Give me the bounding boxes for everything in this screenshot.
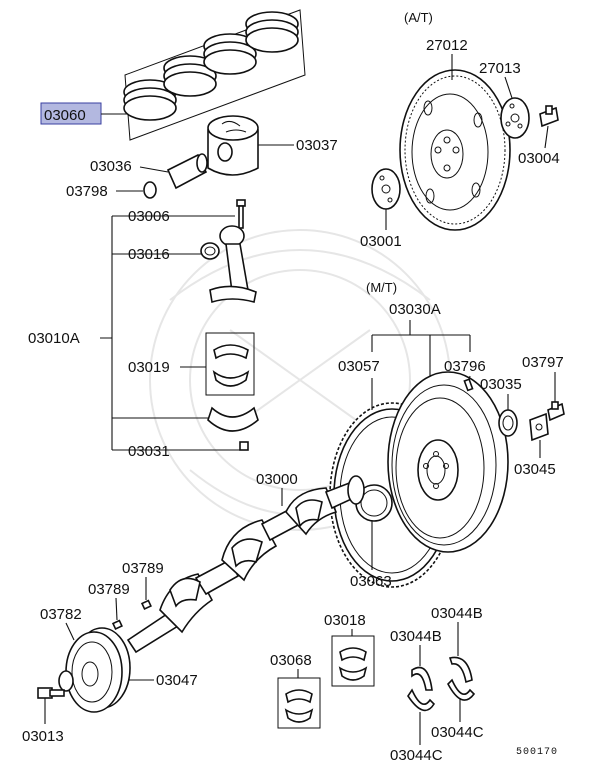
connecting-rod-cap[interactable] <box>207 406 259 432</box>
label-03035[interactable]: 03035 <box>480 376 522 393</box>
piston[interactable] <box>207 115 259 176</box>
label-03044C-left[interactable]: 03044C <box>390 747 443 764</box>
label-03004[interactable]: 03004 <box>518 150 560 167</box>
label-03010A[interactable]: 03010A <box>28 330 80 347</box>
section-header-automatic: (A/T) <box>404 10 433 25</box>
label-03068[interactable]: 03068 <box>270 652 312 669</box>
label-03013[interactable]: 03013 <box>22 728 64 745</box>
label-03016[interactable]: 03016 <box>128 246 170 263</box>
connecting-rod-nut[interactable] <box>239 441 249 451</box>
crankshaft[interactable] <box>126 475 365 654</box>
piston-ring-set[interactable] <box>123 9 306 141</box>
flywheel-bolt-plate[interactable] <box>529 412 549 442</box>
drive-plate-spacer[interactable] <box>371 168 401 210</box>
label-03789-upper[interactable]: 03789 <box>122 560 164 577</box>
piston-pin-snap-ring[interactable] <box>143 181 157 199</box>
label-03030A[interactable]: 03030A <box>389 301 441 318</box>
ring-3 <box>203 33 257 75</box>
connecting-rod-bushing[interactable] <box>200 242 220 260</box>
connecting-rod-bracket <box>100 215 240 451</box>
crankshaft-pulley-bolt[interactable] <box>37 687 65 699</box>
thrust-washer-lower-left[interactable] <box>407 688 436 712</box>
label-03001[interactable]: 03001 <box>360 233 402 250</box>
flywheel[interactable] <box>387 371 509 553</box>
drive-plate-adapter[interactable] <box>500 97 530 139</box>
label-03031[interactable]: 03031 <box>128 443 170 460</box>
label-27013[interactable]: 27013 <box>479 60 521 77</box>
label-03047[interactable]: 03047 <box>156 672 198 689</box>
label-03798[interactable]: 03798 <box>66 183 108 200</box>
connecting-rod[interactable] <box>209 225 257 304</box>
label-03060[interactable]: 03060 <box>44 107 86 124</box>
section-header-manual: (M/T) <box>366 280 397 295</box>
label-03019[interactable]: 03019 <box>128 359 170 376</box>
crankshaft-pulley-washer[interactable] <box>58 670 74 692</box>
label-03018[interactable]: 03018 <box>324 612 366 629</box>
flywheel-bracket <box>371 320 471 400</box>
label-03044B-right[interactable]: 03044B <box>431 605 483 622</box>
label-03037[interactable]: 03037 <box>296 137 338 154</box>
drive-plate[interactable] <box>399 69 511 231</box>
label-03057[interactable]: 03057 <box>338 358 380 375</box>
crankshaft-main-bearing-upper[interactable] <box>331 635 375 687</box>
pilot-bearing[interactable] <box>498 409 518 437</box>
label-03044B-left[interactable]: 03044B <box>390 628 442 645</box>
flywheel-bolt[interactable] <box>547 401 565 422</box>
thrust-washer-lower-right[interactable] <box>447 678 476 701</box>
diagram-code: 500170 <box>516 747 558 758</box>
label-03782[interactable]: 03782 <box>40 606 82 623</box>
label-03036[interactable]: 03036 <box>90 158 132 175</box>
label-03045[interactable]: 03045 <box>514 461 556 478</box>
label-03797[interactable]: 03797 <box>522 354 564 371</box>
crankshaft-main-bearing-lower[interactable] <box>277 677 321 729</box>
thrust-washer-upper-right[interactable] <box>448 656 473 684</box>
connecting-rod-bearing[interactable] <box>205 332 255 396</box>
label-03796[interactable]: 03796 <box>444 358 486 375</box>
ring-2 <box>163 55 217 97</box>
label-03000[interactable]: 03000 <box>256 471 298 488</box>
crankshaft-key-lower[interactable] <box>111 619 123 631</box>
label-03006[interactable]: 03006 <box>128 208 170 225</box>
ring-4 <box>245 11 299 53</box>
crankshaft-key-upper[interactable] <box>140 599 152 611</box>
label-27012[interactable]: 27012 <box>426 37 468 54</box>
flywheel-dowel-pin[interactable] <box>463 378 474 392</box>
label-03044C-right[interactable]: 03044C <box>431 724 484 741</box>
drive-plate-bolt[interactable] <box>539 105 559 128</box>
label-03789-lower[interactable]: 03789 <box>88 581 130 598</box>
crankshaft-pulley[interactable] <box>65 627 131 713</box>
ring-1 <box>123 79 177 121</box>
label-03063[interactable]: 03063 <box>350 573 392 590</box>
piston-pin[interactable] <box>166 153 208 190</box>
thrust-washer-upper-left[interactable] <box>411 666 433 691</box>
connecting-rod-bolt[interactable] <box>236 199 246 229</box>
